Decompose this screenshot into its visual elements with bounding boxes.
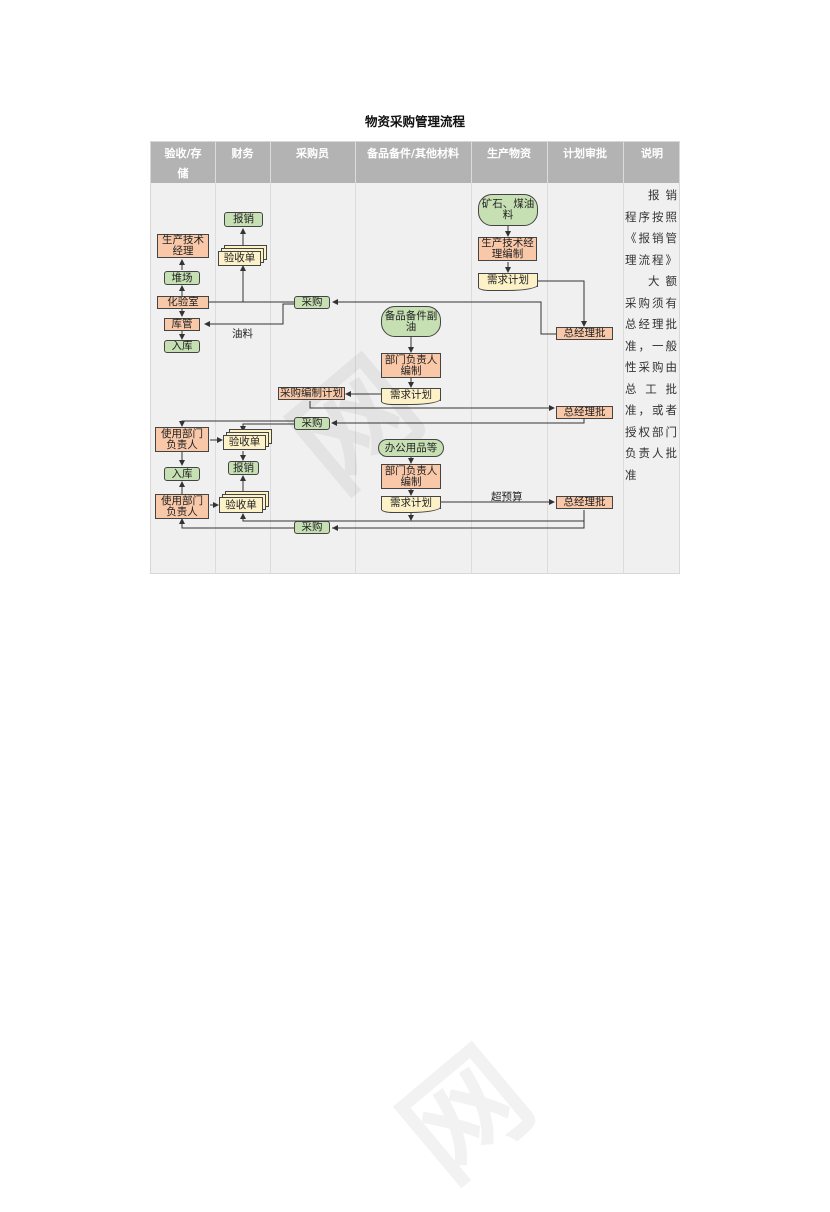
node-gm-approval-3: 总经理批 [556,496,613,509]
node-ore-coal-oil: 矿石、煤油料 [478,194,538,226]
node-demand-plan-1: 需求计划 [478,273,538,291]
node-receipt-mid: 验收单 [223,435,266,450]
header-production-materials: 生产物资 [487,147,531,160]
lane-divider [355,142,356,573]
node-production-tech-manager-compile: 生产技术经理编制 [478,237,537,261]
node-purchase-1: 采购 [294,296,330,309]
node-user-dept-head-1: 使用部门负责人 [155,427,209,452]
connector-lines [179,226,587,531]
lane-divider [215,142,216,573]
node-stockyard: 堆场 [164,271,200,285]
header-finance: 财务 [231,147,254,160]
lane-divider [270,142,271,573]
node-warehouse-keeper: 库管 [164,318,200,331]
lane-divider [471,142,472,573]
header-spare-parts: 备品备件/其他材料 [366,147,460,160]
header-purchaser: 采购员 [296,147,329,160]
page-title: 物资采购管理流程 [364,114,465,129]
node-dept-head-compile-1: 部门负责人编制 [381,353,441,378]
node-user-dept-head-2: 使用部门负责人 [155,494,209,519]
node-inbound-2: 入库 [164,467,200,481]
notes-text: 报销程序按照《报销管理流程》 大额采购须有总经理批准，一般性采购由总工批准，或者… [625,185,677,486]
label-over-budget: 超预算 [491,491,523,503]
node-laboratory: 化验室 [157,296,209,309]
node-gm-approval-1: 总经理批 [556,327,613,340]
node-office-supplies: 办公用品等 [378,439,444,457]
node-reimburse-mid: 报销 [228,461,259,475]
note-paragraph-1: 报销程序按照《报销管理流程》 [625,188,677,267]
node-gm-approval-2: 总经理批 [556,406,613,419]
note-paragraph-2: 大额采购须有总经理批准，一般性采购由总工批准，或者授权部门负责人批准 [625,274,677,482]
header-notes: 说明 [641,147,663,160]
node-spare-parts-oil: 备品备件副油 [381,306,441,337]
node-reimburse-top: 报销 [224,212,263,227]
node-dept-head-compile-2: 部门负责人编制 [381,464,441,489]
node-inbound-1: 入库 [164,340,200,353]
node-receipt-bottom: 验收单 [219,497,263,513]
node-purchase-3: 采购 [294,521,330,534]
lane-divider [547,142,548,573]
node-receipt-top: 验收单 [218,251,261,266]
node-production-tech-manager: 生产技术经理 [157,234,209,258]
node-purchase-plan-compile: 采购编制计划 [278,387,345,400]
table-header: 验收/存 储 财务 采购员 备品备件/其他材料 生产物资 计划审批 说明 [151,142,679,183]
label-oil: 油料 [232,328,253,340]
node-demand-plan-2: 需求计划 [381,388,441,405]
header-acceptance-storage: 验收/存 储 [151,142,215,183]
header-plan-approval: 计划审批 [563,147,607,160]
header-line: 储 [177,167,189,180]
lane-divider [623,142,624,573]
header-line: 验收/存 [164,147,202,160]
node-purchase-2: 采购 [294,417,330,430]
node-demand-plan-3: 需求计划 [381,496,441,513]
